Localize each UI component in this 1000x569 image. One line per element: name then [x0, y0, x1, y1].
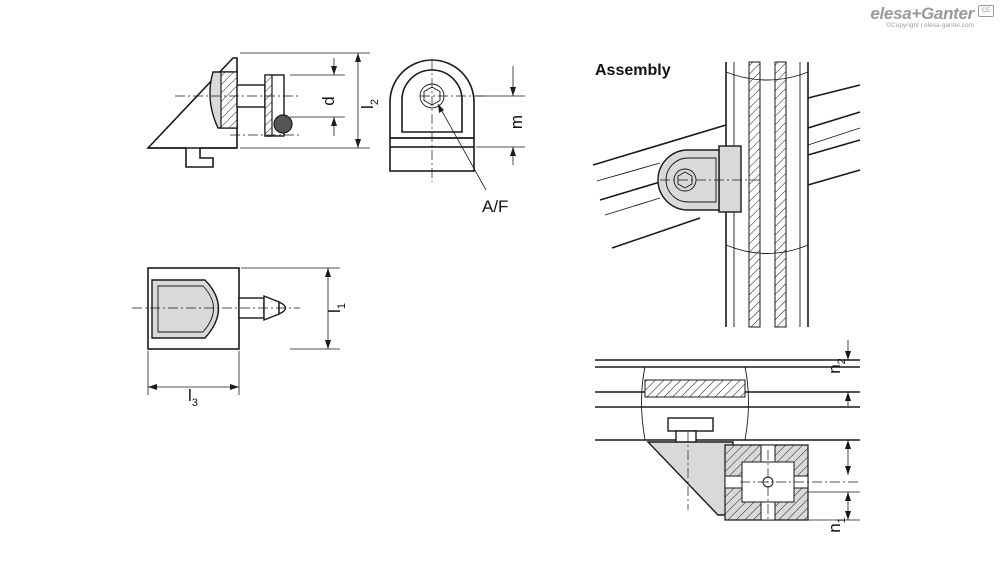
- svg-text:n2: n2: [825, 358, 848, 374]
- dimension-n1-sub: 1: [836, 517, 848, 523]
- side-view: [146, 52, 370, 168]
- top-view: [132, 267, 340, 395]
- assembly-section-view: [595, 340, 860, 521]
- dimension-l1-sub: 1: [336, 303, 348, 309]
- label-l1: l1: [325, 303, 348, 313]
- label-n1: n1: [825, 517, 848, 533]
- brand-name: elesa+Ganter: [870, 4, 974, 23]
- dimension-l3-sub: 3: [192, 397, 198, 409]
- dimension-n-label: n: [825, 364, 844, 373]
- label-m: m: [507, 115, 526, 129]
- svg-text:l1: l1: [325, 303, 348, 313]
- brand-copyright: ©Copyright | elesa-ganter.com: [886, 22, 974, 29]
- brand-badge: CE: [978, 5, 994, 17]
- front-view: [389, 59, 525, 191]
- brand-logo: elesa+Ganter ©Copyright | elesa-ganter.c…: [870, 4, 974, 29]
- dimension-l2-sub: 2: [369, 99, 381, 105]
- dimension-af-label: A/F: [482, 197, 508, 216]
- assembly-view: [592, 61, 861, 328]
- assembly-title: Assembly: [595, 62, 671, 79]
- dimension-l-label: l: [358, 105, 377, 109]
- label-d: d: [319, 96, 338, 105]
- label-n2: n2: [825, 358, 848, 374]
- dimension-l3-label: l3: [188, 386, 198, 409]
- svg-text:l2: l2: [358, 99, 381, 109]
- dimension-m-label: m: [507, 115, 526, 129]
- label-l2: l2: [358, 99, 381, 109]
- dimension-n2-sub: 2: [836, 358, 848, 364]
- dimension-n-label-2: n: [825, 523, 844, 532]
- dimension-l-label-2: l: [325, 309, 344, 313]
- dimension-l-label-3: l: [188, 386, 192, 405]
- svg-text:n1: n1: [825, 517, 848, 533]
- dimension-d-label: d: [319, 96, 338, 105]
